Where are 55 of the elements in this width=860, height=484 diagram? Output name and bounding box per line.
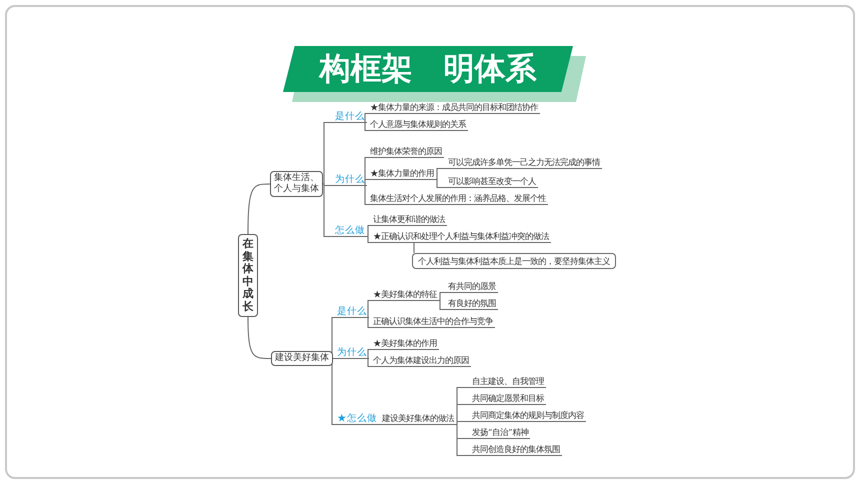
connector-line — [376, 424, 380, 425]
branch-box: 建设美好集体 — [271, 351, 333, 366]
connector-line — [438, 300, 446, 310]
category-label: 是什么 — [335, 306, 369, 318]
title-banner: 构框架 明体系 — [283, 46, 573, 92]
list-item: 有共同的愿景 — [446, 281, 498, 293]
connector-line — [322, 184, 334, 186]
list-item: ★美好集体的特征 — [371, 289, 439, 301]
connector-line — [322, 122, 334, 184]
list-item: 建设美好集体的做法 — [380, 413, 456, 425]
list-item: ★美好集体的作用 — [371, 338, 439, 350]
connector-line — [366, 236, 372, 243]
list-item: 可以影响甚至改变一个人 — [446, 176, 538, 188]
connector-line — [438, 292, 446, 301]
list-item: 共同创造良好的集体氛围 — [470, 444, 562, 456]
connector-line — [368, 317, 372, 328]
connector-line — [248, 316, 272, 359]
connector-line — [364, 113, 368, 123]
connector-line — [436, 179, 446, 188]
category-label: 怎么做 — [333, 225, 367, 237]
connector-line — [436, 168, 446, 180]
category-label: ★怎么做 — [335, 413, 379, 425]
connector-line — [364, 122, 368, 131]
list-item: 有良好的氛围 — [446, 298, 498, 310]
list-item: 维护集体荣誉的原因 — [368, 146, 444, 158]
connector-line — [366, 225, 372, 237]
category-label: 为什么 — [335, 347, 369, 359]
topic-box: 在集体中成长 — [238, 234, 258, 317]
list-item: 个人意愿与集体规则的关系 — [368, 119, 468, 131]
category-label: 是什么 — [333, 111, 367, 123]
connector-line — [368, 358, 372, 367]
connector-line — [332, 358, 336, 359]
connector-line — [322, 184, 334, 237]
list-item: ★正确认识和处理个人利益与集体利益冲突的做法 — [371, 231, 551, 243]
list-item: 共同商定集体的规则与制度内容 — [470, 410, 586, 422]
connector-line — [248, 184, 270, 234]
note-box: 个人利益与集体利益本质上是一致的，要坚持集体主义 — [412, 253, 616, 269]
list-item: 可以完成许多单凭一己之力无法完成的事情 — [446, 157, 602, 169]
list-item: 发扬“自治”精神 — [470, 427, 530, 439]
branch-box: 集体生活、个人与集体 — [270, 171, 323, 197]
list-item: ★集体力量的作用 — [368, 168, 436, 180]
list-item: 集体生活对个人发展的作用：涵养品格、发展个性 — [368, 193, 548, 205]
list-item: ★集体力量的来源：成员共同的目标和团结协作 — [368, 102, 540, 114]
connector-line — [368, 300, 372, 318]
category-label: 为什么 — [333, 174, 367, 186]
list-item: 正确认识集体生活中的合作与竞争 — [371, 316, 495, 328]
connector-line — [456, 424, 470, 456]
list-item: 个人为集体建设出力的原因 — [371, 355, 471, 367]
connector-line — [368, 349, 372, 359]
connector-line — [456, 421, 470, 425]
list-item: 自主建设、自我管理 — [470, 376, 546, 388]
connector-line — [364, 185, 368, 205]
list-item: 让集体更和谐的做法 — [371, 214, 447, 226]
list-item: 共同确定愿景和目标 — [470, 393, 546, 405]
connector-line — [364, 179, 368, 186]
